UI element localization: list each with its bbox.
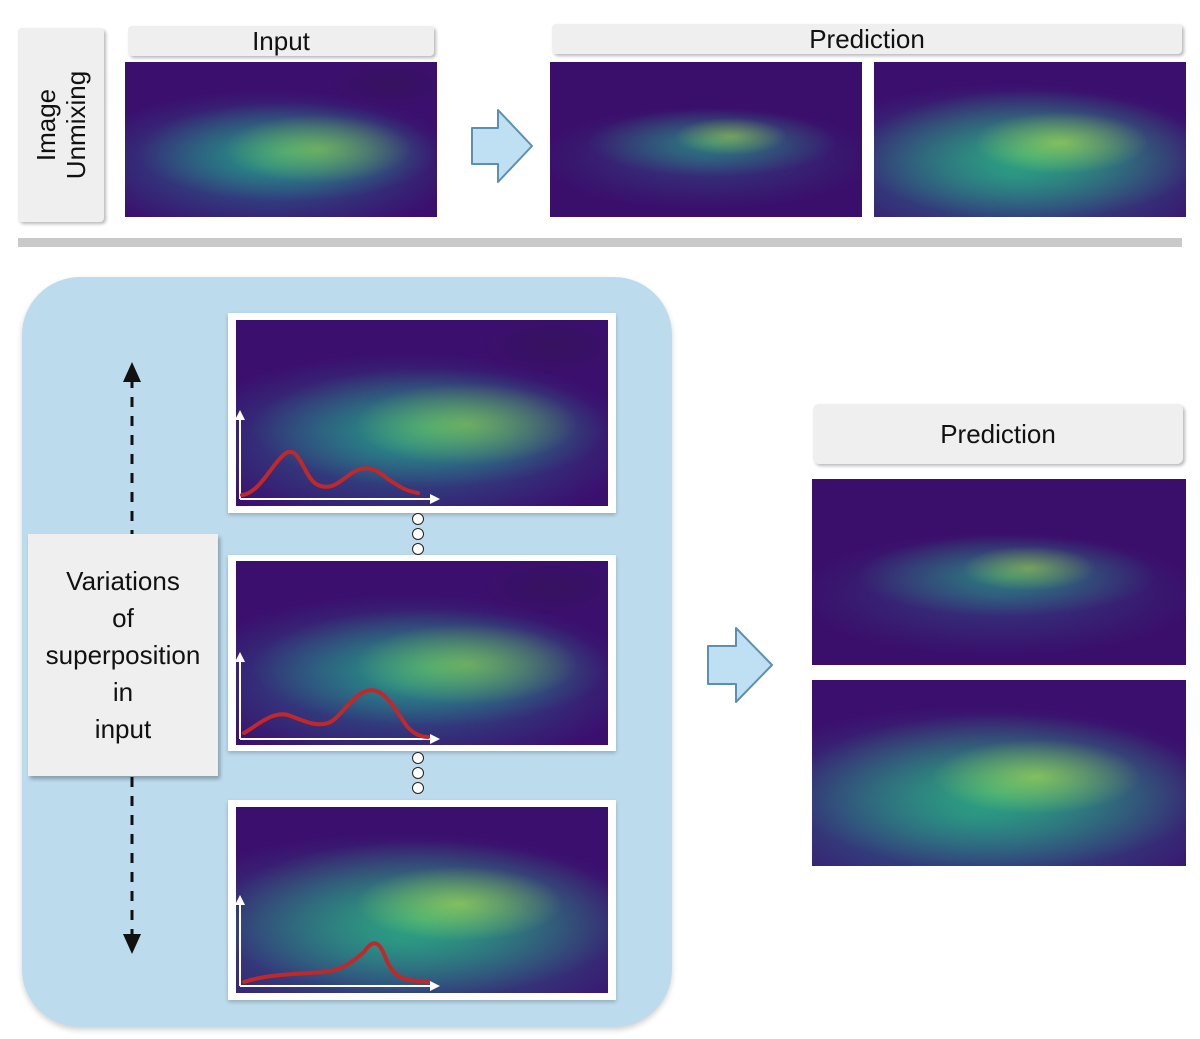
- vertical-double-arrow-icon: [123, 362, 141, 954]
- input-variation-3-image: [236, 807, 608, 993]
- row-label-line2: Unmixing: [61, 70, 91, 180]
- bottom-prediction-image-1: [812, 479, 1186, 665]
- section-divider: [18, 238, 1182, 247]
- variations-line-1: Variations: [66, 565, 180, 596]
- row-label-image-unmixing: Image Unmixing: [18, 28, 104, 222]
- input-variation-2-image: [236, 561, 608, 745]
- variations-label-box: Variations of superposition in input: [28, 534, 218, 776]
- variations-line-5: input: [94, 713, 152, 744]
- top-prediction-label-text: Prediction: [809, 23, 925, 54]
- input-variation-1-image: [236, 320, 608, 506]
- top-input-label-text: Input: [252, 25, 310, 56]
- variations-line-4: in: [112, 676, 134, 707]
- input-variation-2-frame: [228, 555, 616, 751]
- spectrum-plot-3: [235, 895, 440, 991]
- ellipsis-dots-1: [412, 513, 426, 558]
- input-variation-3-frame: [228, 800, 616, 1000]
- row-label-line1: Image: [31, 88, 61, 162]
- top-prediction-label: Prediction: [552, 24, 1182, 54]
- bottom-prediction-label: Prediction: [813, 404, 1183, 464]
- bottom-prediction-image-2: [812, 680, 1186, 866]
- bottom-prediction-label-text: Prediction: [940, 418, 1056, 449]
- top-arrow-icon: [471, 109, 533, 183]
- bottom-arrow-icon: [707, 627, 773, 703]
- variations-line-2: of: [112, 602, 134, 633]
- top-input-image: [125, 62, 437, 217]
- top-input-label: Input: [128, 26, 434, 56]
- spectrum-plot-1: [235, 410, 440, 504]
- spectrum-plot-2: [235, 652, 440, 744]
- ellipsis-dots-2: [412, 752, 426, 797]
- variations-line-3: superposition: [45, 639, 201, 670]
- input-variation-1-frame: [228, 313, 616, 513]
- top-prediction-image-1: [550, 62, 862, 217]
- top-prediction-image-2: [874, 62, 1186, 217]
